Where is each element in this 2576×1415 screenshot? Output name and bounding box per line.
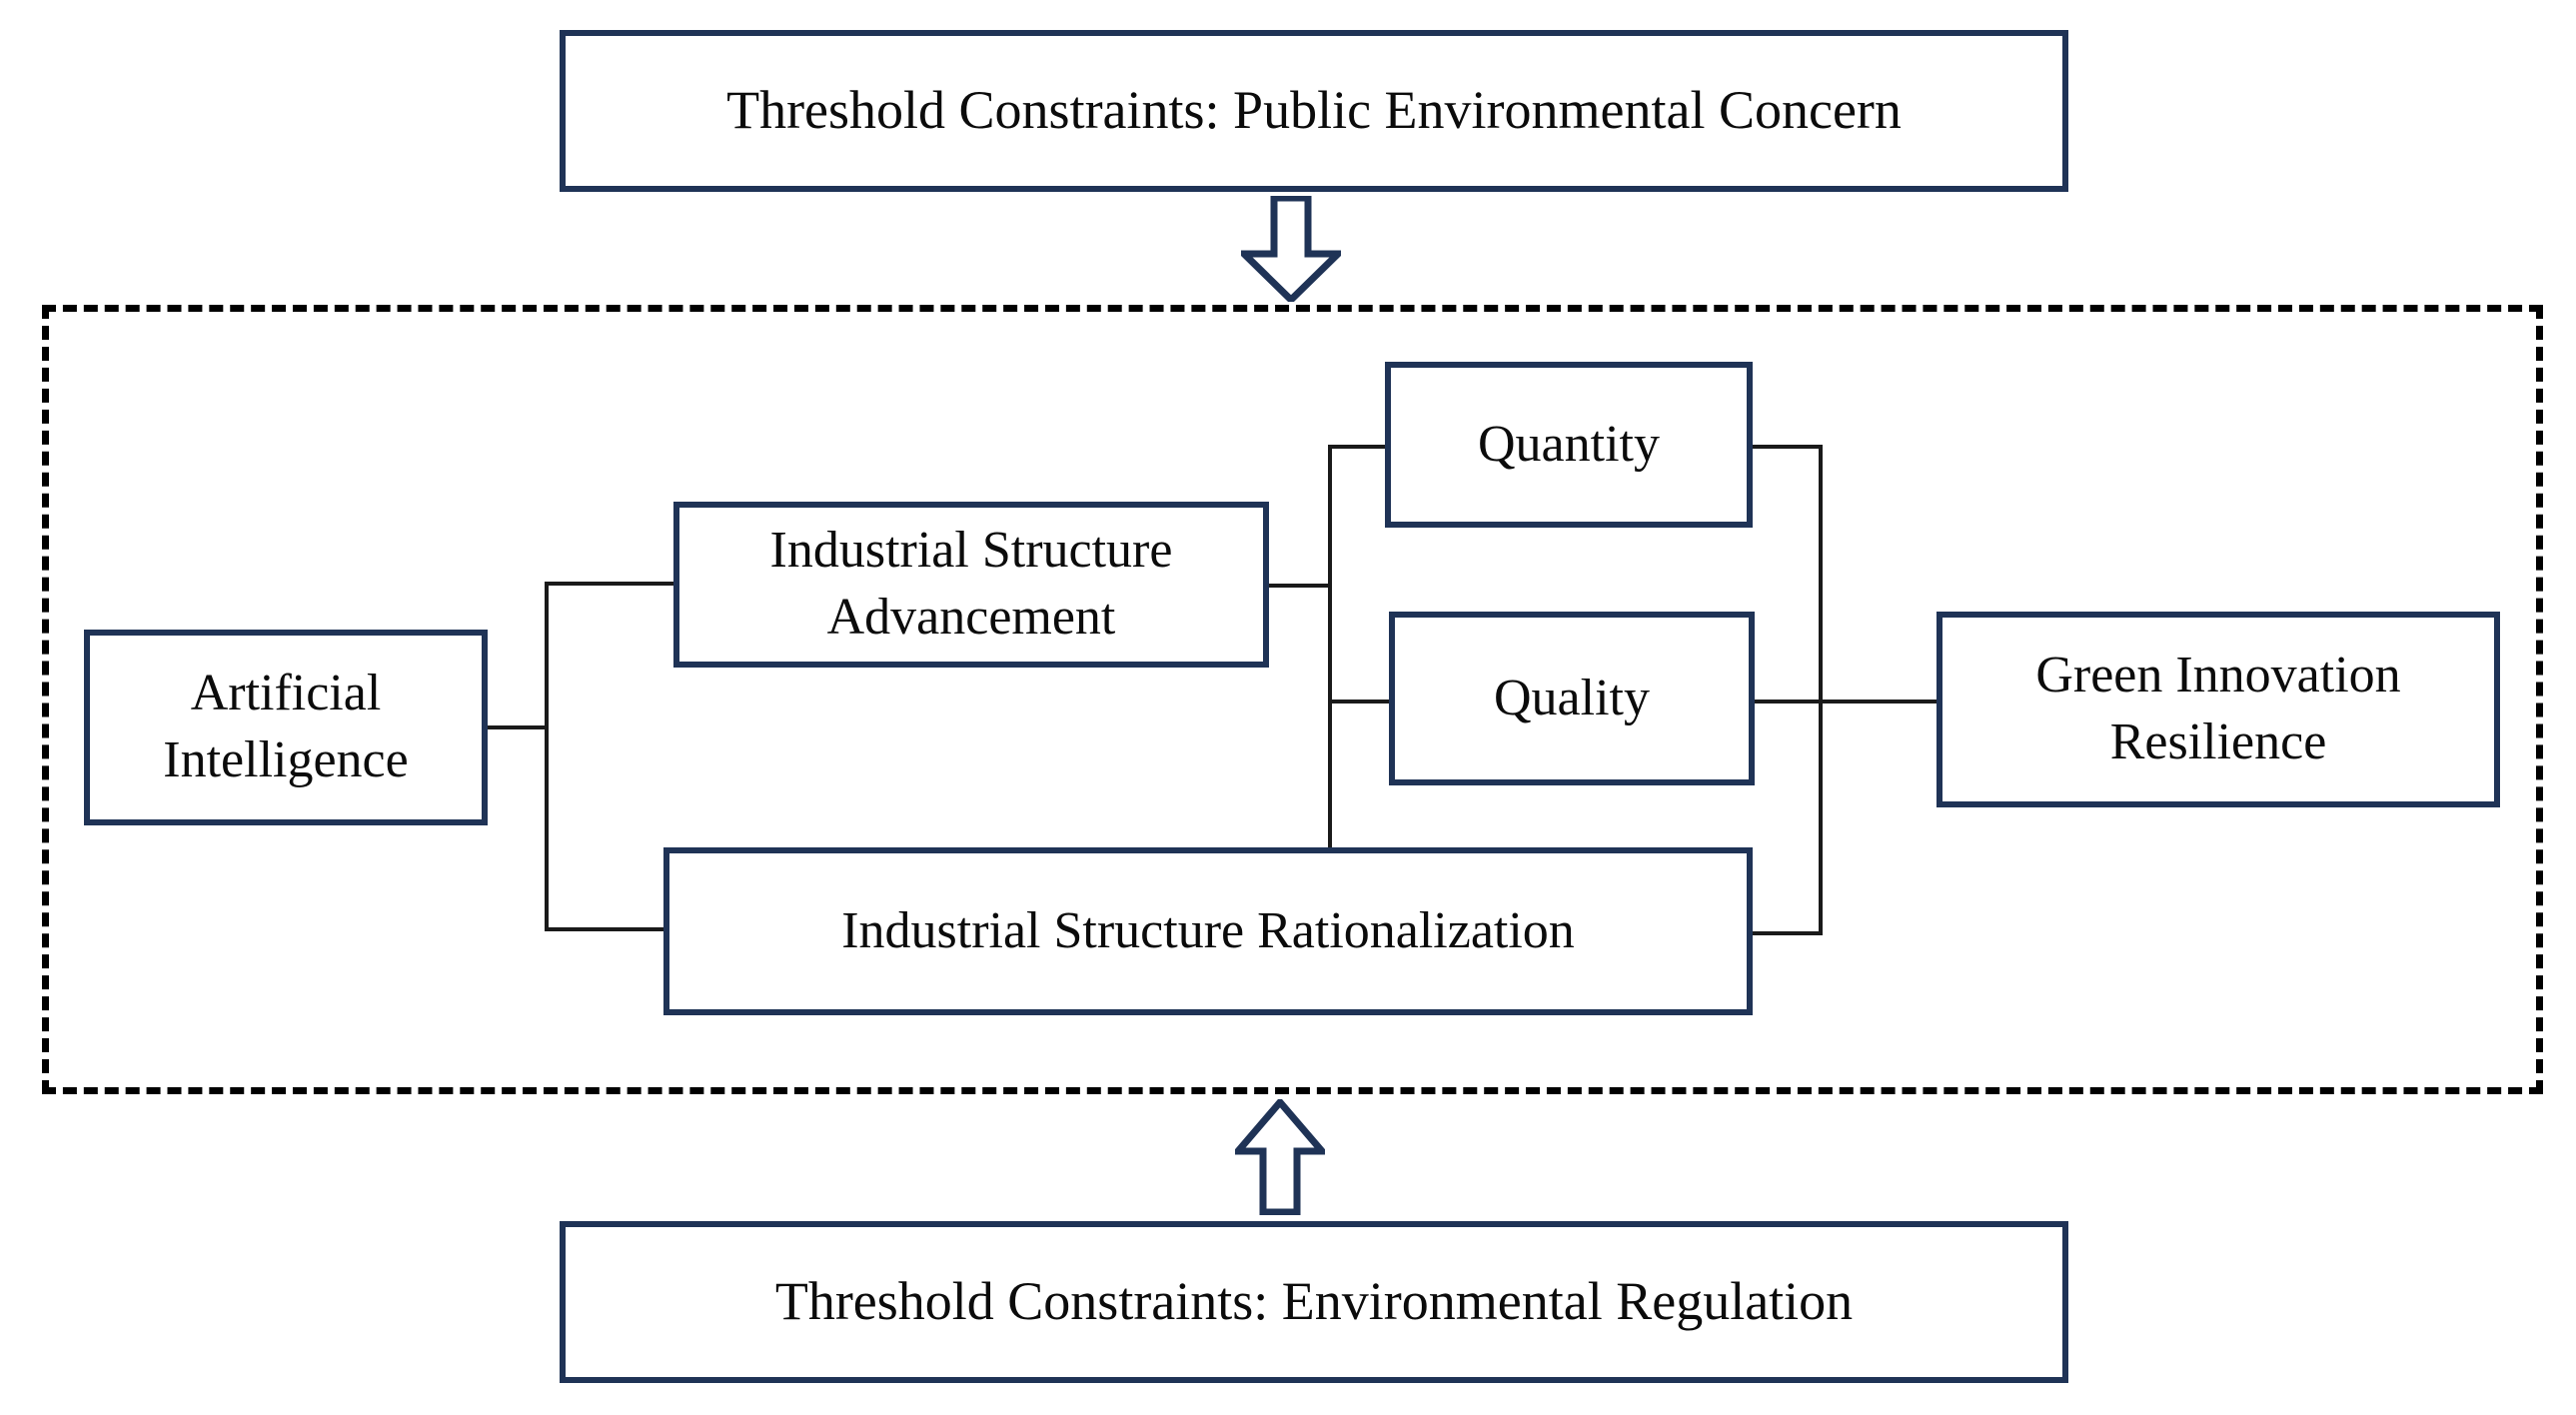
connector-ai-out [488,725,548,729]
node-label-quality: Quality [1494,669,1650,726]
connector-merge-bracket [1819,445,1823,933]
connector-advancement-bracket [1328,445,1332,874]
connector-quantity-out [1753,445,1823,449]
connector-advancement-out [1269,584,1331,588]
dashed-boundary-container [42,305,2543,1094]
node-quantity: Quantity [1385,362,1753,528]
connector-quality-out [1755,700,1821,704]
down-block-arrow-icon [1235,194,1347,305]
node-threshold-public-environmental-concern: Threshold Constraints: Public Environmen… [560,30,2068,192]
node-threshold-environmental-regulation: Threshold Constraints: Environmental Reg… [560,1221,2068,1383]
connector-ai-to-advancement [545,582,675,586]
connector-ai-to-rationalization [545,927,665,931]
node-green-innovation-resilience: Green Innovation Resilience [1936,612,2500,807]
connector-advancement-to-quality [1328,700,1389,704]
connector-ai-bracket [545,582,549,931]
node-quality: Quality [1389,612,1755,785]
connector-merge-to-green-resilience [1819,700,1938,704]
node-label-industrial-structure-rationalization: Industrial Structure Rationalization [841,901,1575,959]
node-label-green-innovation-resilience: Green Innovation Resilience [2035,647,2401,770]
node-label-public-concern: Threshold Constraints: Public Environmen… [726,80,1902,141]
up-block-arrow-icon [1230,1096,1330,1216]
node-industrial-structure-rationalization: Industrial Structure Rationalization [663,847,1753,1015]
connector-rationalization-out [1753,931,1823,935]
node-label-env-regulation: Threshold Constraints: Environmental Reg… [774,1271,1854,1332]
node-label-quantity: Quantity [1478,415,1660,473]
node-label-industrial-structure-advancement: Industrial Structure Advancement [769,522,1173,646]
node-label-artificial-intelligence: Artificial Intelligence [163,665,409,788]
connector-advancement-to-quantity [1328,445,1387,449]
node-artificial-intelligence: Artificial Intelligence [84,630,488,825]
node-industrial-structure-advancement: Industrial Structure Advancement [673,502,1269,668]
